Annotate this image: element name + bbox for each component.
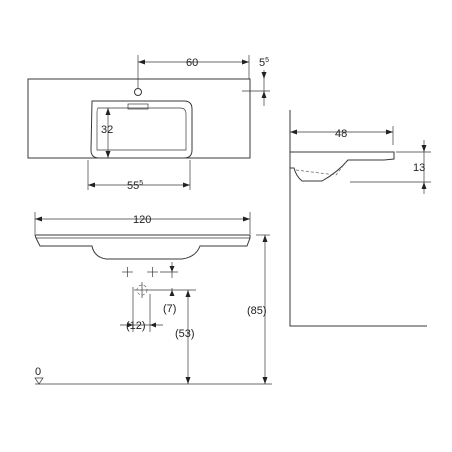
wall-outline (289, 110, 427, 327)
dim-label-120: 120 (133, 214, 151, 226)
dim-label-60: 60 (186, 57, 198, 69)
dim-label-12: (12) (126, 320, 146, 332)
dim-label-48: 48 (335, 128, 347, 140)
dim-label-5-5: 55 (259, 57, 269, 69)
overflow-slot (127, 103, 149, 110)
fixing-bracket-right (147, 267, 158, 277)
floor-label-0: 0 (35, 366, 41, 378)
top-view: 60 55 32 555 (27, 55, 270, 192)
dim-label-85: (85) (247, 305, 267, 317)
front-view: 120 (7) (12) (34, 212, 272, 385)
waste-outlet (134, 282, 150, 298)
fixing-bracket-left (122, 267, 133, 277)
dim-label-55-5: 555 (127, 180, 143, 192)
washbasin-front-profile (34, 234, 251, 260)
floor-marker-icon (34, 377, 44, 385)
dim-label-7: (7) (163, 303, 176, 315)
tap-hole (134, 88, 142, 96)
dim-label-13: 13 (413, 162, 425, 174)
basin-bowl-inner (96, 107, 187, 151)
side-view: 48 13 (289, 110, 431, 327)
washbasin-top-outline (27, 78, 251, 159)
dim-label-32: 32 (101, 124, 113, 136)
washbasin-side-profile (289, 151, 395, 182)
basin-bowl-outline (90, 100, 193, 159)
dim-label-53: (53) (175, 328, 195, 340)
